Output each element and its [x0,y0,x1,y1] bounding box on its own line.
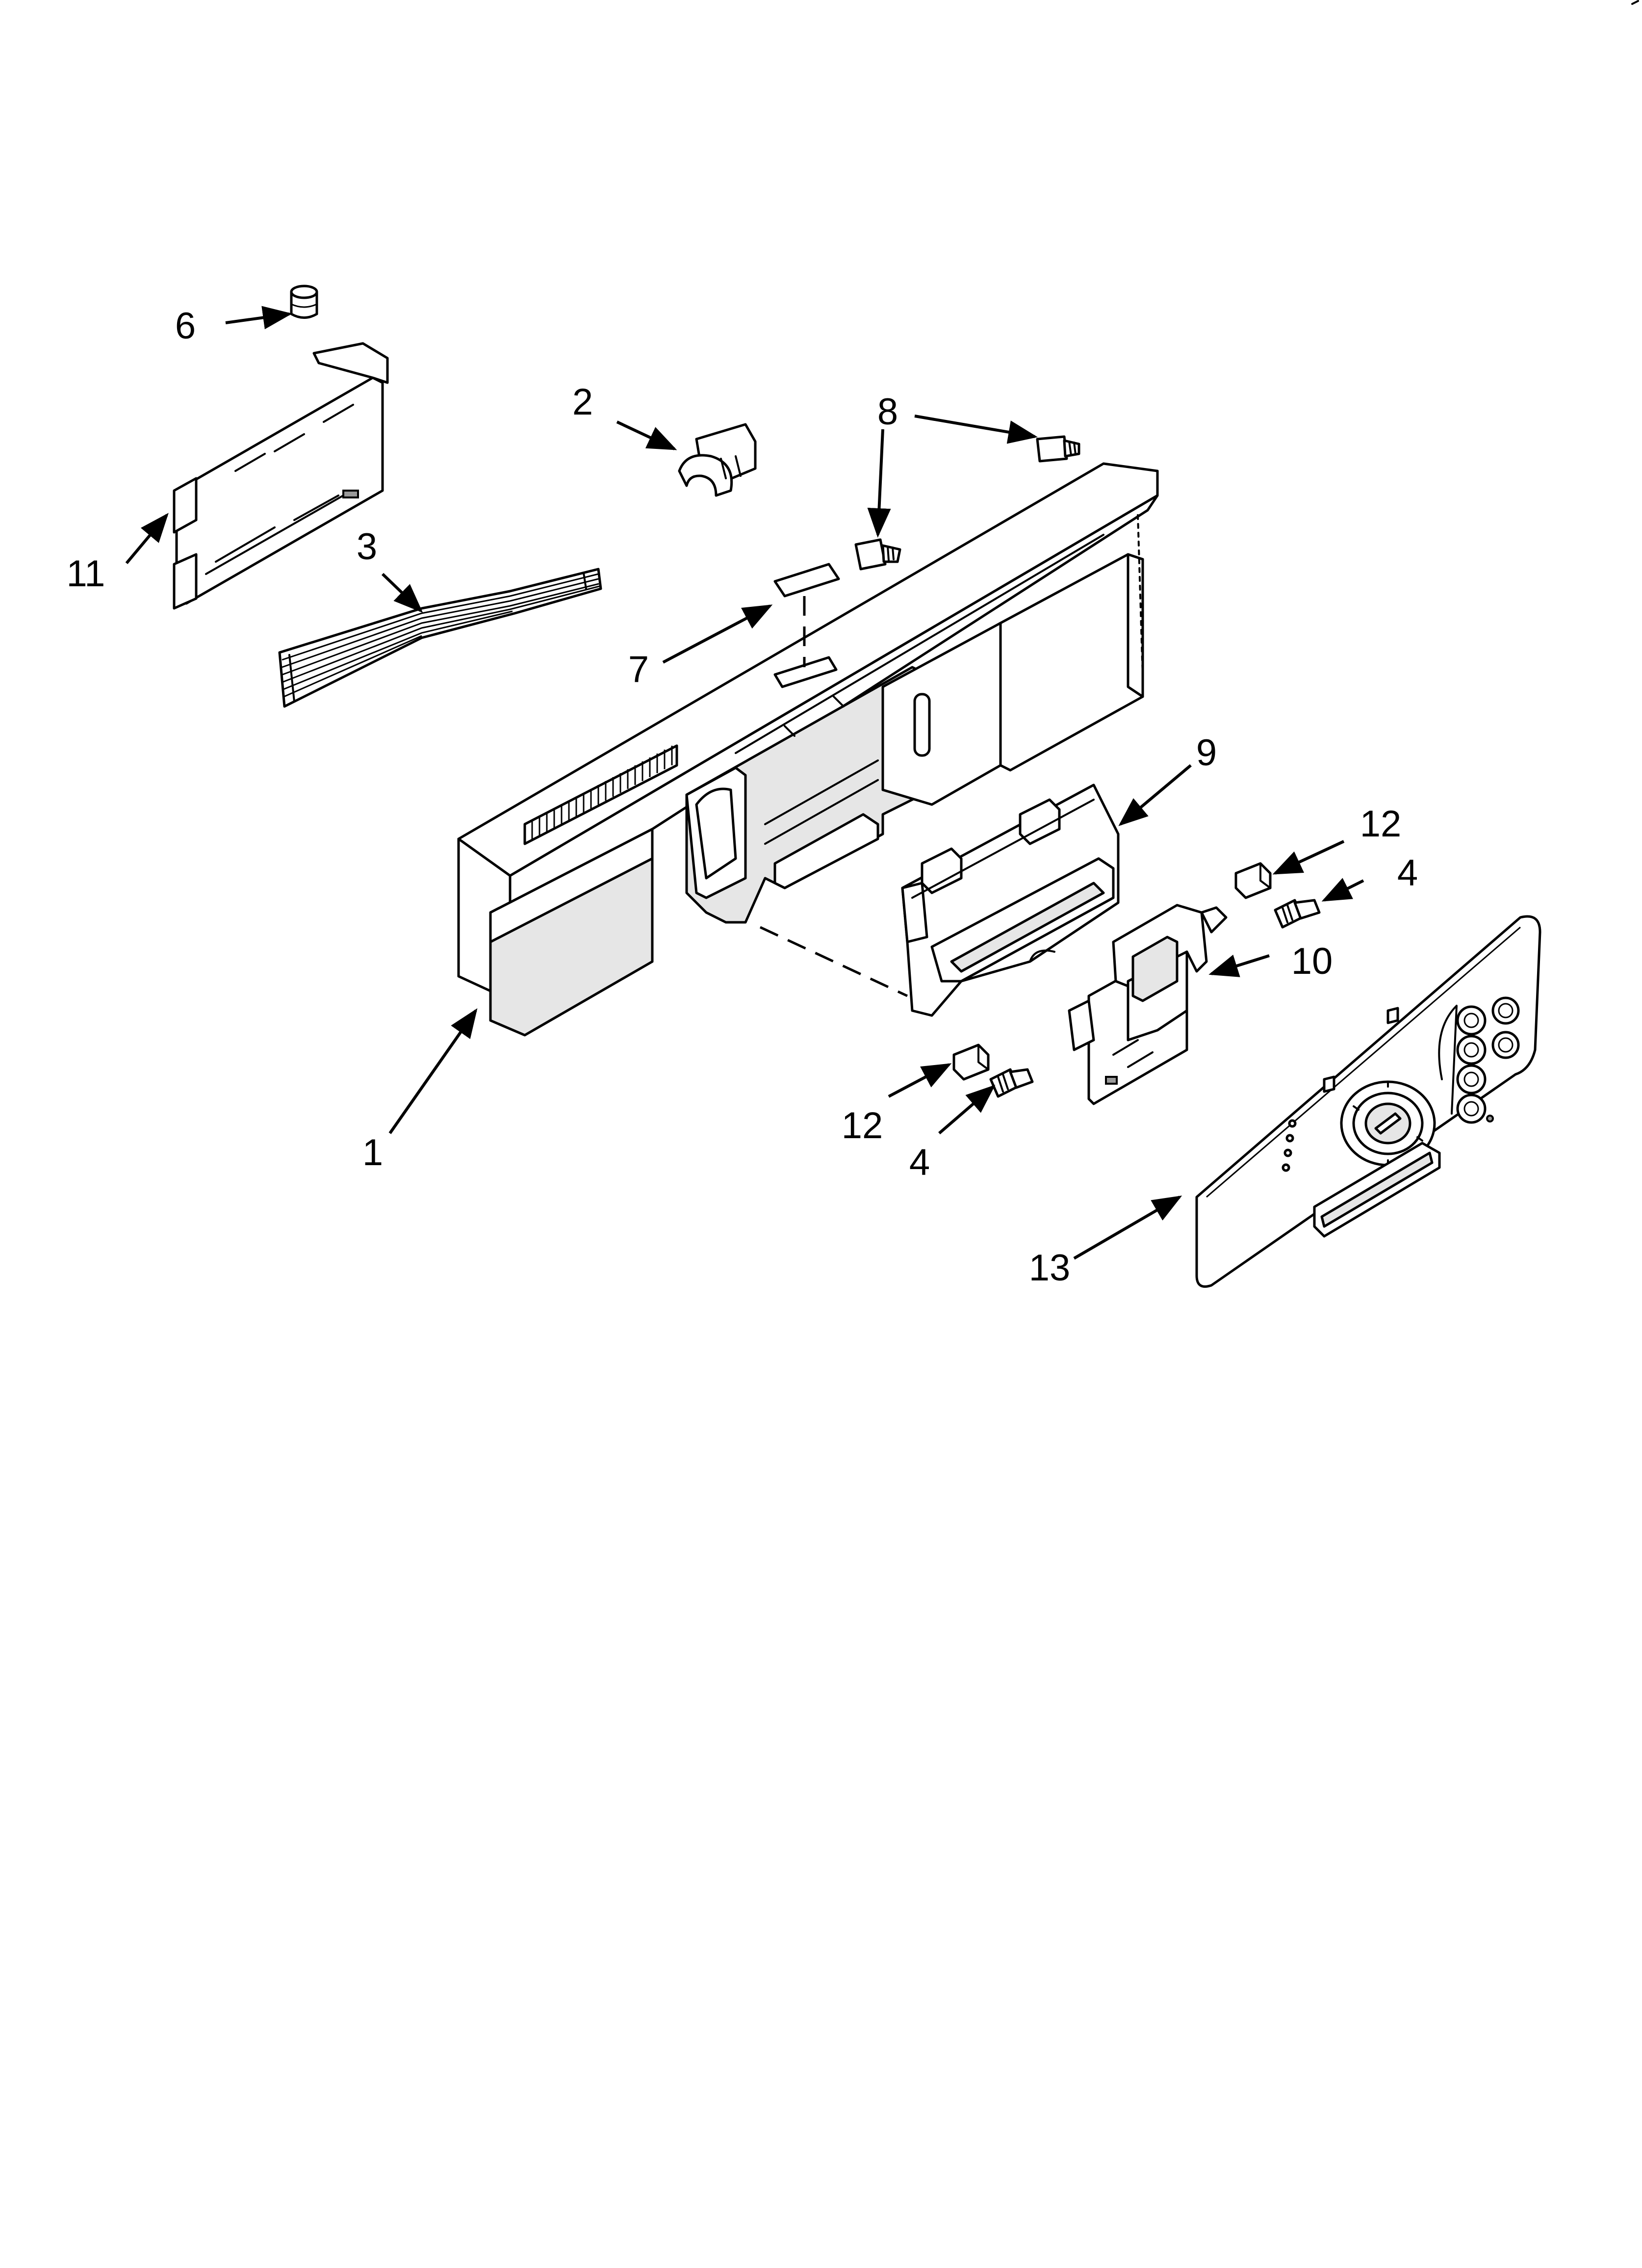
part-11-control-board [173,342,389,610]
leader-13 [1073,1195,1182,1260]
callout-12-upper: 12 [1360,803,1402,845]
part-1-console-housing [457,462,1159,1037]
dial-knob [1340,1080,1436,1167]
leader-12a [1272,840,1345,875]
part-7-label [773,563,840,598]
callout-6: 6 [175,305,196,347]
leader-lines [125,306,1364,1260]
button-cluster [1438,996,1520,1124]
callout-10: 10 [1291,940,1333,982]
callout-3: 3 [357,526,377,568]
corner-mark [1631,0,1639,5]
part-6-cap [290,285,318,319]
leader-2 [616,420,677,450]
part-4-screw-lower [989,1068,1034,1098]
part-8-screw-lower [854,538,901,571]
leader-8a [914,415,1038,444]
callout-9: 9 [1196,732,1217,774]
callout-7: 7 [628,649,649,690]
leader-1 [388,1008,478,1134]
part-13-control-panel [1195,915,1541,1288]
callout-2: 2 [572,381,593,423]
leader-12b [888,1063,952,1098]
indicator-lights [1282,1119,1297,1172]
callout-13: 13 [1029,1247,1071,1289]
leader-4b [938,1085,996,1135]
part-12-clip-lower [952,1043,990,1081]
callout-labels: 6 2 8 11 3 7 9 12 4 10 12 4 1 13 [67,305,1418,1289]
callout-4-lower: 4 [909,1142,930,1183]
leader-3 [381,573,423,613]
part-9-handle-cover [901,783,1120,1017]
part-12-clip-upper [1234,862,1272,899]
assembly-line-part-9 [759,926,908,997]
callout-12-lower: 12 [842,1105,883,1147]
part-10-switch-bracket [1068,904,1228,1105]
leader-4a [1321,878,1364,902]
leader-7 [662,604,773,664]
leader-6 [225,306,292,330]
leader-11 [125,513,169,564]
leader-8b [867,429,891,538]
callout-8: 8 [877,391,898,433]
part-4-screw-upper [1274,899,1321,929]
callout-1: 1 [362,1132,383,1173]
part-3-ribbon-cable [278,568,602,708]
leader-10 [1208,954,1270,977]
vent-grill [523,744,678,845]
part-2-clip [678,423,757,497]
callout-11: 11 [67,553,105,595]
callout-4-upper: 4 [1397,852,1418,894]
leader-9 [1118,764,1192,826]
part-8-screw-upper [1036,435,1080,463]
